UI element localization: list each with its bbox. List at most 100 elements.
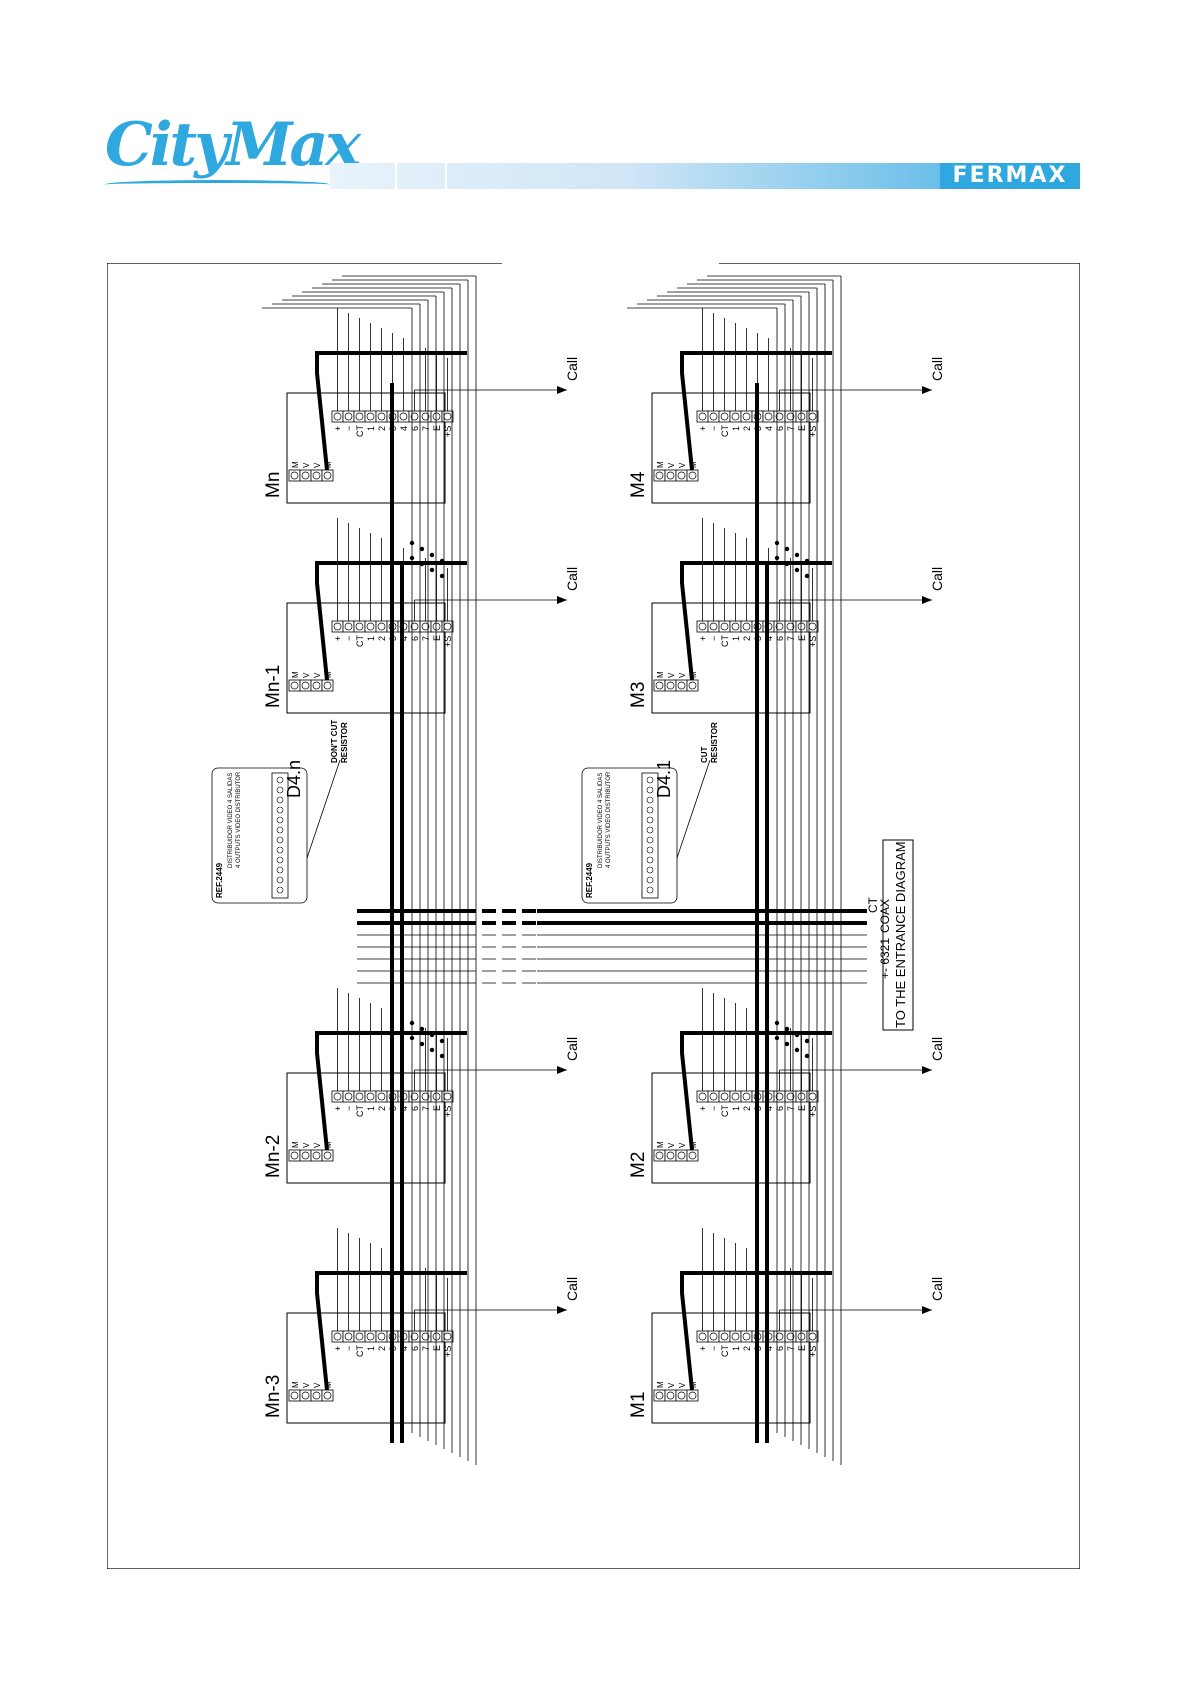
distributor-screw: [646, 796, 654, 804]
terminal-screw-head: [355, 622, 364, 631]
video-terminal-label: V: [667, 462, 676, 468]
resistor-label: RESISTOR: [340, 722, 349, 763]
terminal-screw-head: [432, 622, 441, 631]
distributor-screw: [646, 776, 654, 784]
terminal-screw-head: [786, 1332, 795, 1341]
distributor-desc: DISTRIBUIDOR VIDEO 4 SALIDAS: [598, 773, 604, 868]
junction-dot: [774, 555, 780, 561]
video-terminal-head: [688, 471, 697, 480]
terminal-screw-head: [698, 622, 707, 631]
distributor-screw: [646, 786, 654, 794]
terminal-screw-head: [742, 622, 751, 631]
terminal-screw-head: [709, 412, 718, 421]
junction-dot: [429, 552, 435, 558]
junction-dot: [804, 558, 810, 564]
call-arrow: [922, 1306, 932, 1314]
video-terminal-head: [666, 1391, 675, 1400]
video-terminal: [310, 469, 323, 482]
distributor-screw: [276, 816, 284, 824]
bus-power-label: +- 6321: [878, 938, 892, 979]
terminal-label: +: [698, 426, 708, 431]
video-terminal-label: V: [313, 1142, 322, 1148]
video-terminal-label: M: [689, 461, 698, 468]
distributor-screw: [646, 846, 654, 854]
distributor-screw: [276, 806, 284, 814]
video-terminal-head: [290, 681, 299, 690]
terminal-label: 2: [377, 426, 387, 431]
terminal-label: +: [698, 1106, 708, 1111]
call-label: Call: [929, 1037, 945, 1061]
terminal-label: CT: [355, 635, 365, 647]
video-terminal: [321, 679, 334, 692]
terminal-label: −: [709, 426, 719, 431]
terminal-screw-head: [797, 412, 806, 421]
terminal-label: 7: [421, 636, 431, 641]
terminal-label: −: [344, 1346, 354, 1351]
terminal-screw-head: [366, 1332, 375, 1341]
video-terminal-head: [323, 681, 332, 690]
distributor-screw: [276, 866, 284, 874]
terminal-screw-head: [709, 622, 718, 631]
junction-dot: [409, 555, 415, 561]
video-terminal-head: [323, 471, 332, 480]
terminal-label: 2: [742, 426, 752, 431]
call-arrow: [922, 1066, 932, 1074]
junction-dot: [429, 1032, 435, 1038]
terminal-label: +S: [808, 426, 818, 437]
junction-dot: [439, 558, 445, 564]
distributor-screw: [646, 806, 654, 814]
terminal-screw-head: [709, 1332, 718, 1341]
drawing-layer: +−CT123467E+SMVVMMnCall+−CT123467E+SMVVM…: [211, 275, 945, 1465]
logo-text: CityMax: [105, 110, 361, 180]
video-terminal-label: V: [313, 462, 322, 468]
resistor-label: CUT: [700, 746, 709, 763]
monitor-box: [286, 1072, 446, 1184]
terminal-label: 1: [731, 1106, 741, 1111]
terminal-screw-head: [421, 412, 430, 421]
video-terminal-head: [323, 1151, 332, 1160]
terminal-label: 1: [731, 636, 741, 641]
terminal-label: +: [333, 636, 343, 641]
video-terminal-label: M: [656, 461, 665, 468]
call-arrow: [557, 596, 567, 604]
terminal-screw-head: [731, 622, 740, 631]
terminal-label: E: [432, 1105, 442, 1111]
band-divider: [395, 163, 397, 189]
video-terminal: [299, 469, 312, 482]
terminal-screw-head: [366, 622, 375, 631]
video-terminal-head: [655, 1391, 664, 1400]
distributor-screw: [646, 836, 654, 844]
distributor-screw: [276, 796, 284, 804]
junction-dot: [409, 540, 415, 546]
video-terminal-head: [688, 681, 697, 690]
terminal-screw-head: [410, 412, 419, 421]
terminal-label: 7: [786, 636, 796, 641]
video-terminal-head: [323, 1391, 332, 1400]
terminal-screw-head: [797, 622, 806, 631]
terminal-screw-head: [432, 412, 441, 421]
terminal-screw-head: [333, 1332, 342, 1341]
video-terminal-head: [312, 681, 321, 690]
terminal-label: +: [333, 1106, 343, 1111]
terminal-label: 1: [366, 426, 376, 431]
video-terminal: [686, 469, 699, 482]
terminal-screw-head: [344, 1332, 353, 1341]
diagram-frame: [107, 263, 1080, 1569]
video-terminal-label: V: [302, 462, 311, 468]
terminal-label: 1: [366, 636, 376, 641]
junction-dot: [794, 567, 800, 573]
video-terminal-label: V: [667, 1142, 676, 1148]
terminal-label: 6: [775, 1346, 785, 1351]
terminal-screw-head: [377, 1092, 386, 1101]
video-terminal-head: [290, 1151, 299, 1160]
call-label: Call: [564, 1037, 580, 1061]
junction-dot: [419, 1041, 425, 1047]
terminal-screw-head: [399, 412, 408, 421]
terminal-label: E: [797, 1105, 807, 1111]
terminal-label: 7: [421, 426, 431, 431]
terminal-label: 4: [764, 426, 774, 431]
video-terminal-head: [655, 1151, 664, 1160]
terminal-screw-head: [377, 1332, 386, 1341]
terminal-screw-head: [786, 412, 795, 421]
terminal-screw-head: [720, 412, 729, 421]
